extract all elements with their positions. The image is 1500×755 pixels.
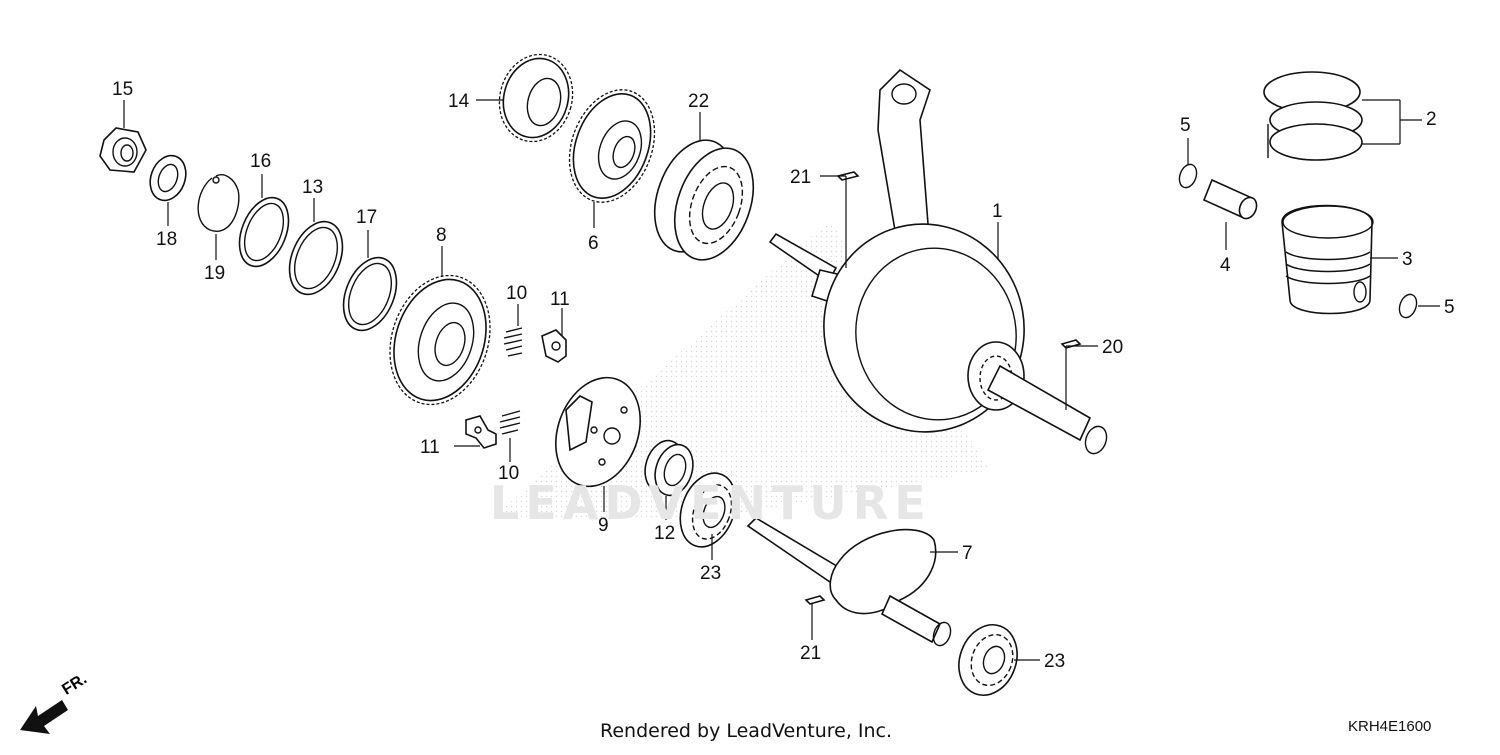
callout-5-lower: 5 <box>1444 297 1455 318</box>
callout-16: 16 <box>250 151 272 172</box>
part-17-washer <box>342 256 398 332</box>
part-12-collar <box>644 439 694 497</box>
part-7-balancer-shaft <box>746 516 952 647</box>
callout-12: 12 <box>654 523 676 544</box>
callout-14: 14 <box>448 91 470 112</box>
part-9-plate <box>555 376 641 488</box>
diagram-code: KRH4E1600 <box>1348 718 1432 735</box>
part-21-key-upper <box>836 171 860 181</box>
part-5-clip-lower <box>1398 293 1418 319</box>
callout-3: 3 <box>1402 249 1413 270</box>
part-5-clip-upper <box>1178 163 1198 189</box>
callout-10-upper: 10 <box>506 283 528 304</box>
callout-22: 22 <box>688 91 710 112</box>
callout-15: 15 <box>112 79 134 100</box>
part-2-piston-rings <box>1263 71 1363 161</box>
callout-11-lower: 11 <box>420 437 440 458</box>
part-23-bearing-upper <box>679 472 737 548</box>
part-6-gear <box>568 89 656 203</box>
part-8-gear <box>389 274 491 406</box>
callout-13: 13 <box>302 177 324 198</box>
callout-10-lower: 10 <box>498 463 520 484</box>
callout-5-upper: 5 <box>1180 115 1191 136</box>
watermark-text: LEADVENTURE <box>490 476 932 530</box>
part-21-key-lower <box>804 595 826 605</box>
part-14-gear <box>498 53 574 143</box>
part-11-plate-upper <box>541 329 567 363</box>
part-22-bearing <box>653 139 755 261</box>
callout-7: 7 <box>962 543 973 564</box>
callout-8: 8 <box>436 225 447 246</box>
part-10-spring-upper <box>503 327 523 357</box>
callout-18: 18 <box>156 229 178 250</box>
callout-21-lower: 21 <box>800 643 822 664</box>
callout-4: 4 <box>1220 255 1231 276</box>
part-3-piston <box>1281 204 1374 315</box>
callout-6: 6 <box>588 233 599 254</box>
part-16-washer <box>238 196 290 268</box>
part-15-nut <box>99 127 147 173</box>
part-20-key <box>1060 339 1082 349</box>
part-11-plate-lower <box>465 415 497 449</box>
front-direction-arrow <box>20 700 68 734</box>
part-13-washer <box>288 220 344 296</box>
part-18-washer <box>149 154 187 202</box>
callout-1: 1 <box>992 201 1003 222</box>
callout-17: 17 <box>356 207 378 228</box>
part-23-bearing-lower <box>958 624 1018 696</box>
part-1-crankshaft <box>768 68 1108 455</box>
callout-19: 19 <box>204 263 226 284</box>
part-4-piston-pin <box>1202 178 1258 220</box>
footer-credit: Rendered by LeadVenture, Inc. <box>600 720 893 742</box>
part-19-circlip <box>197 174 240 232</box>
callout-11-upper: 11 <box>550 289 570 310</box>
callout-21-upper: 21 <box>790 167 812 188</box>
callout-20: 20 <box>1102 337 1124 358</box>
callout-9: 9 <box>598 515 609 536</box>
callout-23-upper: 23 <box>700 563 722 584</box>
callout-23-lower: 23 <box>1044 651 1066 672</box>
callout-2: 2 <box>1426 109 1437 130</box>
part-10-spring-lower <box>499 410 521 435</box>
leader-lines <box>123 99 1440 661</box>
